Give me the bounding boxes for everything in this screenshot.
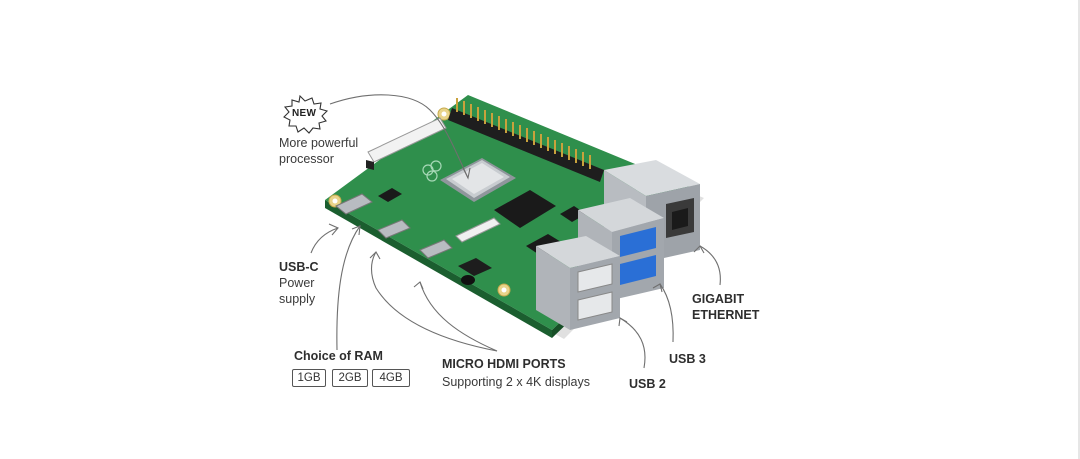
usbc-label-line2: Power bbox=[279, 276, 315, 290]
callout-arrowheads bbox=[328, 167, 705, 327]
micro-hdmi-port-2 bbox=[419, 239, 453, 259]
usbc-label-line3: supply bbox=[279, 292, 316, 306]
usbc-port bbox=[335, 193, 373, 215]
micro-hdmi-port-1 bbox=[377, 219, 411, 239]
processor-chip bbox=[440, 158, 516, 202]
micro-hdmi-label-sub: Supporting 2 x 4K displays bbox=[442, 375, 591, 389]
gpio-header bbox=[448, 98, 604, 182]
ethernet-label-line1: GIGABIT bbox=[692, 292, 745, 306]
display-connector bbox=[367, 117, 447, 163]
raspberry-logo bbox=[422, 160, 442, 182]
micro-hdmi-label-title: MICRO HDMI PORTS bbox=[442, 357, 566, 371]
usb3-label: USB 3 bbox=[669, 352, 706, 366]
usb2-ports bbox=[536, 236, 620, 330]
usbc-label-title: USB-C bbox=[279, 260, 319, 274]
processor-label-line1: More powerful bbox=[279, 136, 359, 150]
page-edge-divider bbox=[1078, 0, 1080, 459]
ram-option-2gb: 2GB bbox=[332, 369, 368, 387]
new-badge-starburst bbox=[283, 94, 329, 134]
audio-jack bbox=[458, 258, 492, 285]
ram-option-4gb: 4GB bbox=[372, 369, 410, 387]
processor-label-line2: processor bbox=[279, 152, 334, 166]
ethernet-label-line2: ETHERNET bbox=[692, 308, 760, 322]
usb2-label: USB 2 bbox=[629, 377, 666, 391]
callout-lines bbox=[310, 94, 721, 369]
ram-label-title: Choice of RAM bbox=[294, 349, 383, 363]
ram-option-1gb: 1GB bbox=[292, 369, 326, 387]
ram-chip bbox=[494, 190, 556, 228]
new-badge-label: NEW bbox=[292, 108, 317, 119]
